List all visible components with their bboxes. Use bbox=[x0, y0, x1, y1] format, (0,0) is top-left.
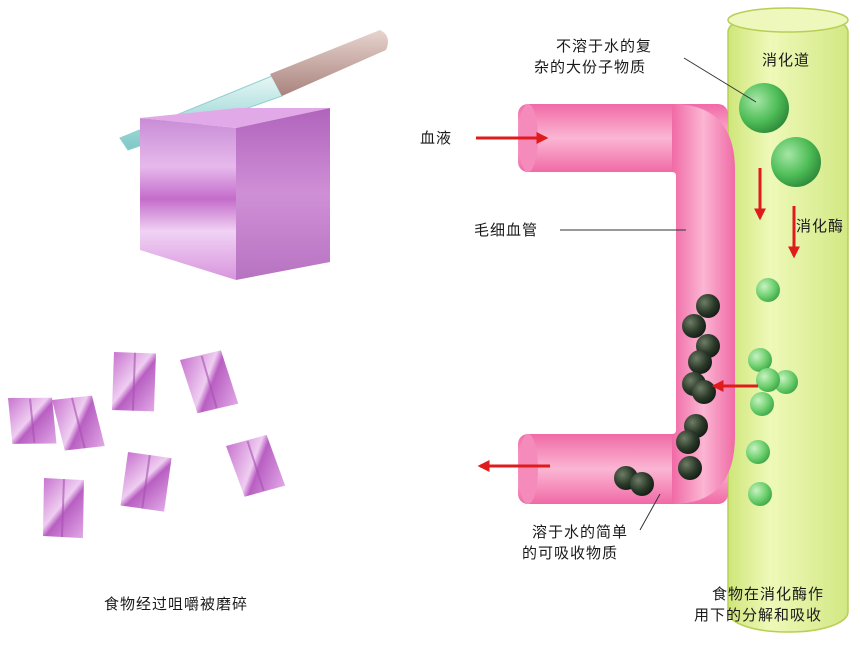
leader-lines bbox=[560, 57, 757, 531]
small-molecule bbox=[756, 368, 780, 392]
left-caption: 食物经过咀嚼被磨碎 bbox=[104, 595, 249, 613]
capillary-label: 毛细血管 bbox=[474, 221, 539, 239]
soluble-substance-label-1: 溶于水的简单 bbox=[532, 523, 629, 541]
soluble-substance-label-2: 的可吸收物质 bbox=[522, 544, 619, 562]
blood-label: 血液 bbox=[420, 129, 453, 147]
large-molecules bbox=[739, 83, 821, 187]
digestive-enzyme-label: 消化酶 bbox=[796, 217, 845, 235]
small-molecule bbox=[746, 440, 770, 464]
absorbed-molecule bbox=[682, 314, 706, 338]
small-molecule bbox=[748, 482, 772, 506]
absorbed-molecules bbox=[614, 294, 720, 496]
food-piece bbox=[120, 452, 172, 512]
small-molecule bbox=[750, 392, 774, 416]
absorbed-molecule bbox=[688, 350, 712, 374]
absorbed-molecule bbox=[630, 472, 654, 496]
food-piece bbox=[42, 478, 84, 539]
absorbed-molecule bbox=[692, 380, 716, 404]
small-molecule bbox=[774, 370, 798, 394]
small-molecule bbox=[748, 348, 772, 372]
right-caption-2: 用下的分解和吸收 bbox=[694, 606, 823, 624]
food-cube bbox=[140, 108, 330, 280]
absorbed-molecule bbox=[696, 294, 720, 318]
small-molecule bbox=[756, 278, 780, 302]
food-piece bbox=[52, 395, 105, 451]
large-molecule bbox=[739, 83, 789, 133]
food-pieces bbox=[8, 350, 286, 539]
insoluble-substance-label-1: 不溶于水的复 bbox=[556, 37, 653, 55]
insoluble-substance-label-2: 杂的大份子物质 bbox=[534, 58, 647, 76]
food-piece bbox=[226, 434, 286, 497]
absorbed-molecule bbox=[676, 430, 700, 454]
small-molecules bbox=[746, 278, 798, 506]
food-piece bbox=[8, 397, 57, 444]
flow-arrows bbox=[476, 132, 800, 472]
food-piece bbox=[111, 352, 156, 412]
right-caption-1: 食物在消化酶作 bbox=[712, 585, 825, 603]
food-piece bbox=[180, 350, 239, 414]
large-molecule bbox=[771, 137, 821, 187]
digestive-tract-label: 消化道 bbox=[762, 51, 811, 69]
absorbed-molecule bbox=[678, 456, 702, 480]
